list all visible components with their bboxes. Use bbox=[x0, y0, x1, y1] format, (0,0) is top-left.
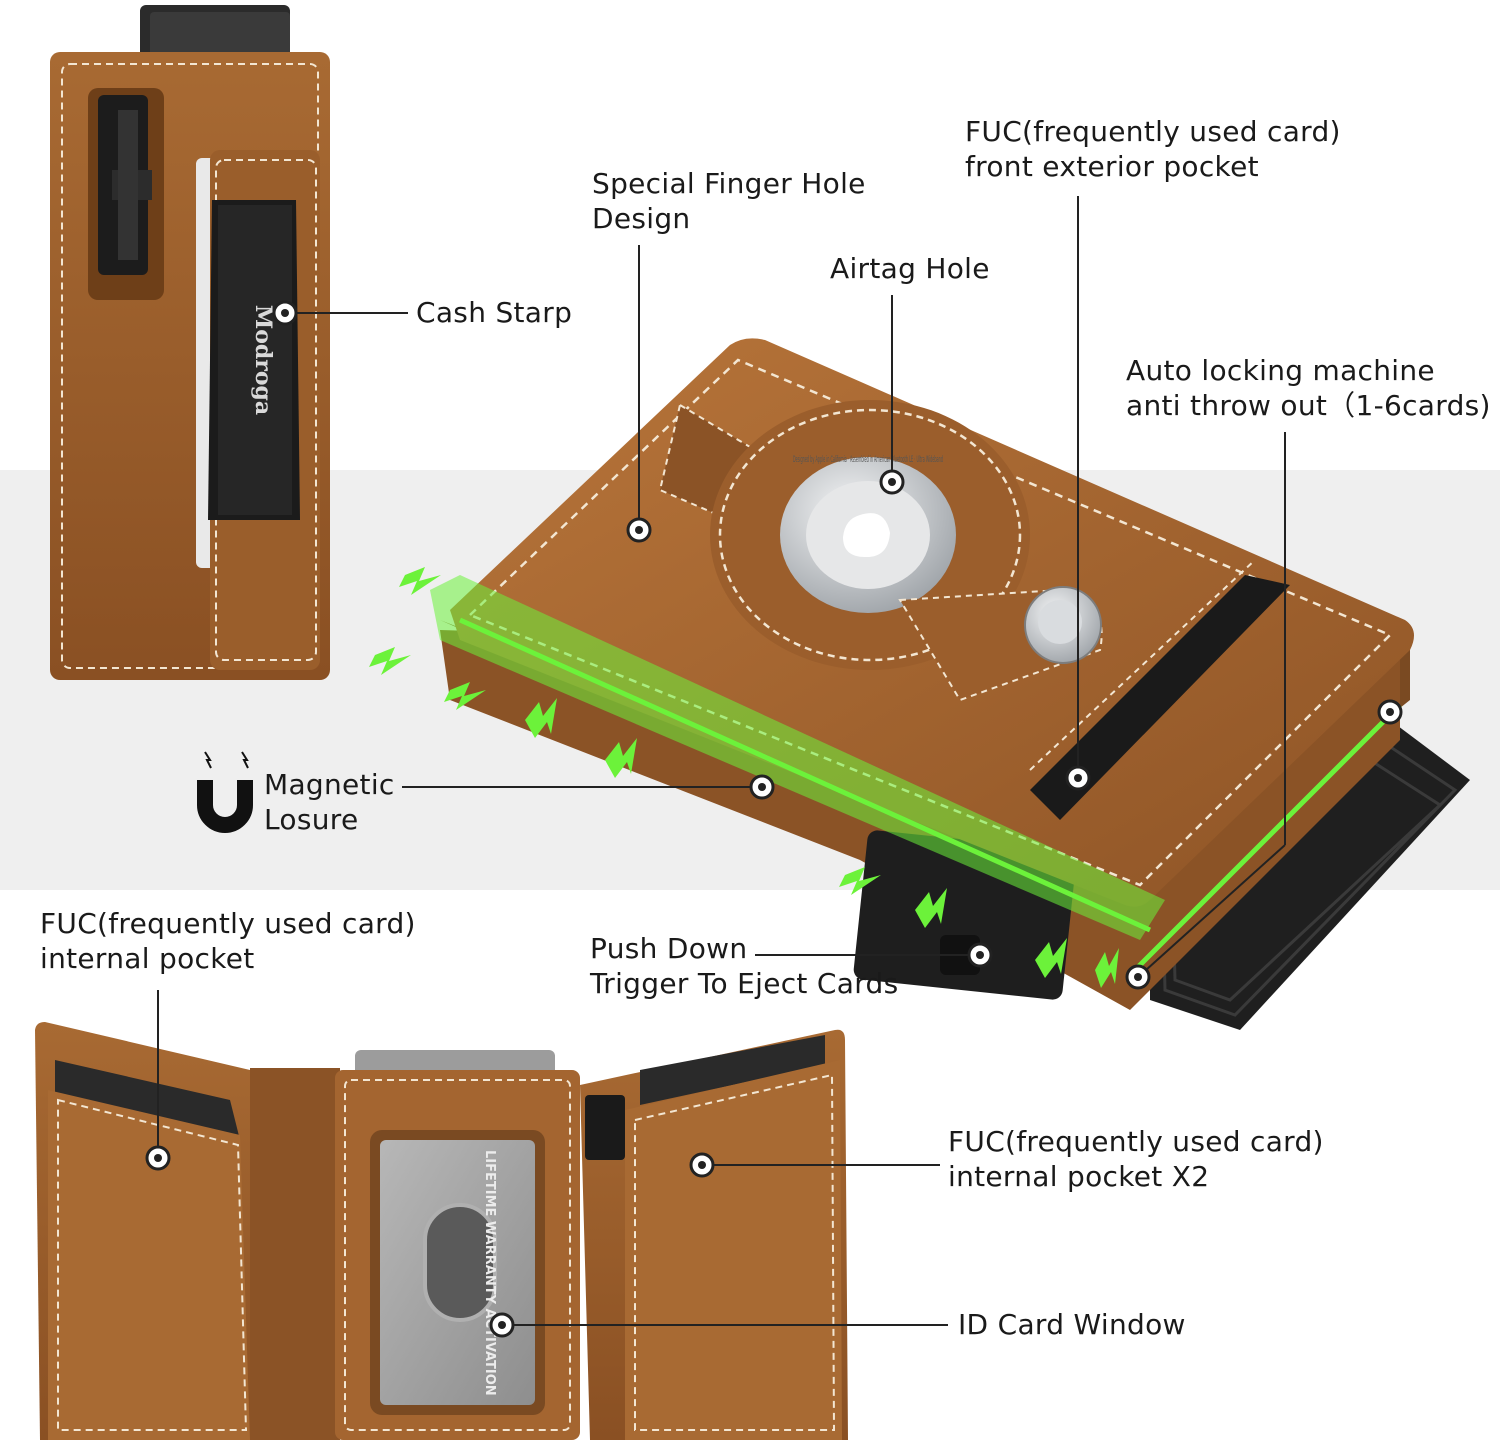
wallet-open-view: LIFETIME WARRANTY ACTIVATION bbox=[35, 990, 948, 1440]
label-auto-lock: Auto locking machine anti throw out（1-6c… bbox=[1126, 354, 1491, 422]
airtag-ring-text: Designed by Apple in California · Assemb… bbox=[793, 455, 943, 465]
callout-dot-icon bbox=[145, 1145, 715, 1338]
label-fuc-internal: FUC(frequently used card) internal pocke… bbox=[40, 907, 416, 975]
label-fuc-front: FUC(frequently used card) front exterior… bbox=[965, 115, 1341, 183]
lightning-icon bbox=[369, 567, 1119, 988]
wallet-side-view: Modroga bbox=[50, 5, 408, 680]
label-fuc-internal-x2: FUC(frequently used card) internal pocke… bbox=[948, 1125, 1324, 1193]
label-push-down: Push Down Trigger To Eject Cards bbox=[590, 932, 899, 1000]
magnetic-edge-highlight bbox=[430, 575, 1165, 940]
wallet-main-view: Designed by Apple in California · Assemb… bbox=[369, 196, 1470, 1030]
label-finger-hole: Special Finger Hole Design bbox=[592, 167, 866, 235]
label-magnetic: Magnetic Losure bbox=[264, 768, 395, 836]
magnet-icon bbox=[197, 751, 253, 833]
label-cash-strap: Cash Starp bbox=[416, 296, 573, 329]
label-id-window: ID Card Window bbox=[958, 1308, 1186, 1341]
callout-line bbox=[157, 990, 948, 1326]
brand-text: Modroga bbox=[250, 305, 276, 415]
callout-dot-icon bbox=[626, 469, 1403, 990]
callout-line bbox=[402, 196, 1286, 971]
label-airtag-hole: Airtag Hole bbox=[830, 252, 990, 285]
id-card-text: LIFETIME WARRANTY ACTIVATION bbox=[482, 1150, 497, 1396]
